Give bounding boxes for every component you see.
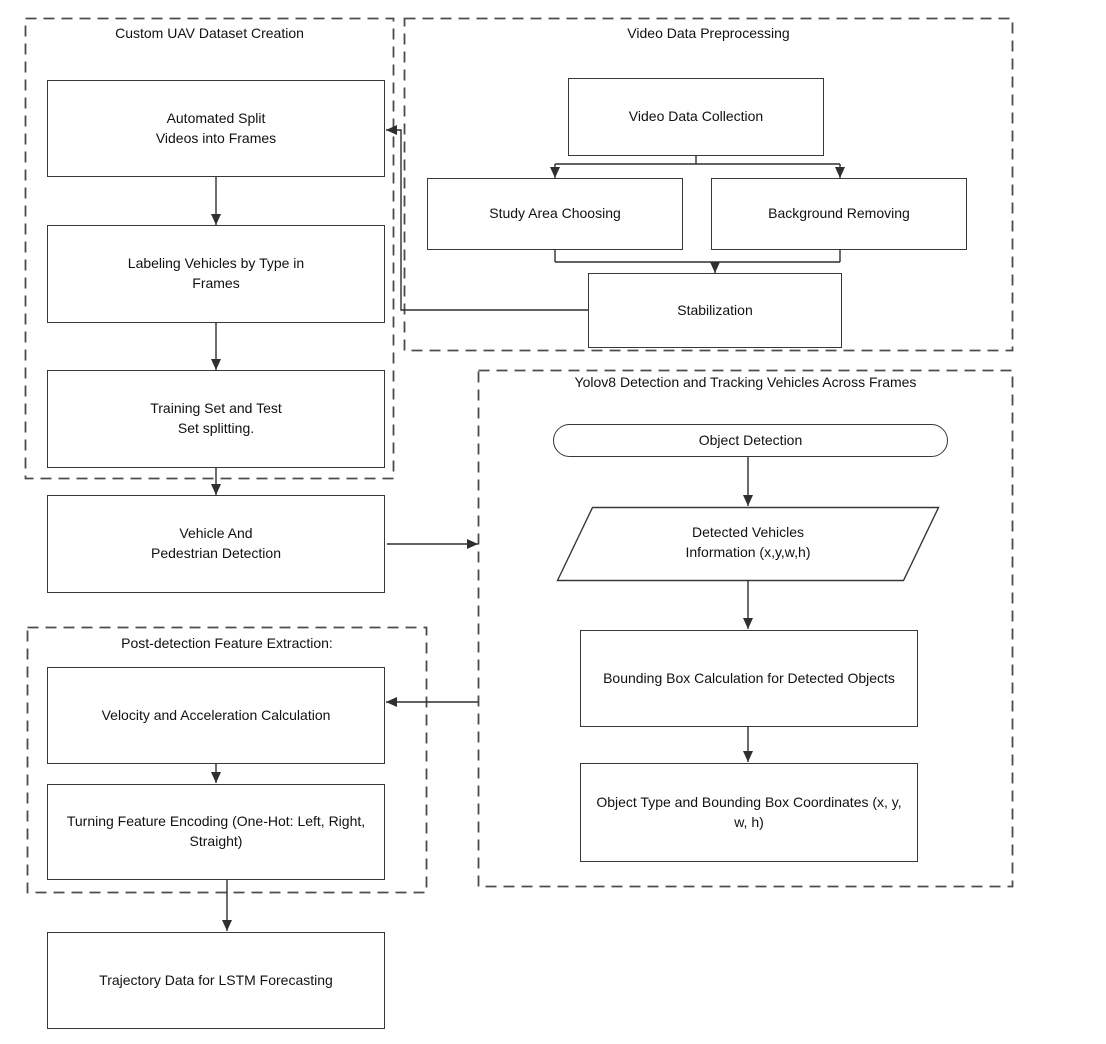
node-stabilization: Stabilization — [588, 273, 842, 348]
node-study-area-choosing: Study Area Choosing — [427, 178, 683, 250]
group-box-yolov8 — [477, 369, 1014, 888]
node-labeling-vehicles: Labeling Vehicles by Type in Frames — [47, 225, 385, 323]
node-background-removing: Background Removing — [711, 178, 967, 250]
group-title-post-detection: Post-detection Feature Extraction: — [121, 635, 333, 651]
node-detected-vehicles-info: Detected Vehicles Information (x,y,w,h) — [685, 524, 811, 560]
group-box-custom-uav — [24, 17, 395, 480]
group-title-yolov8: Yolov8 Detection and Tracking Vehicles A… — [574, 374, 917, 390]
group-title-video-preprocessing: Video Data Preprocessing — [627, 25, 790, 41]
node-training-test-split: Training Set and Test Set splitting. — [47, 370, 385, 468]
group-title-custom-uav: Custom UAV Dataset Creation — [115, 25, 304, 41]
group-box-video-preprocessing — [403, 17, 1014, 352]
node-vehicle-pedestrian-detection: Vehicle And Pedestrian Detection — [47, 495, 385, 593]
node-velocity-acceleration: Velocity and Acceleration Calculation — [47, 667, 385, 764]
node-trajectory-lstm: Trajectory Data for LSTM Forecasting — [47, 932, 385, 1029]
node-automated-split: Automated Split Videos into Frames — [47, 80, 385, 177]
parallelogram-shape — [556, 506, 940, 582]
group-box-post-detection — [26, 626, 428, 894]
node-turning-feature-encoding: Turning Feature Encoding (One-Hot: Left,… — [47, 784, 385, 880]
node-bounding-box-calculation: Bounding Box Calculation for Detected Ob… — [580, 630, 918, 727]
arrow-stabilization-to-split — [386, 125, 588, 311]
node-video-data-collection: Video Data Collection — [568, 78, 824, 156]
node-object-type-coordinates: Object Type and Bounding Box Coordinates… — [580, 763, 918, 862]
node-object-detection: Object Detection — [553, 424, 948, 457]
